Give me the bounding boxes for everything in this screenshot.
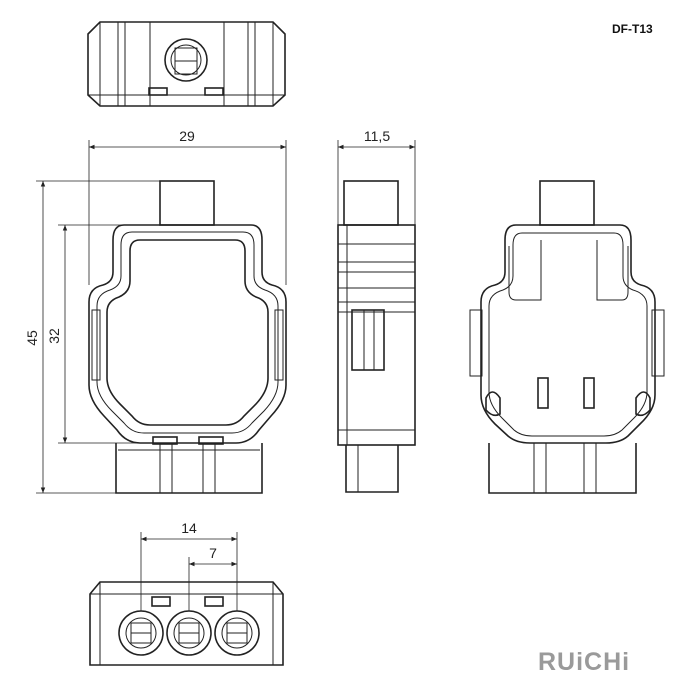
dimension-pitch-outer: 14: [140, 520, 238, 611]
front-view: [88, 180, 287, 494]
dimension-pitch-outer-label: 14: [181, 520, 197, 536]
side-view: [337, 180, 416, 493]
model-code: DF-T13: [612, 22, 653, 36]
top-view: [87, 21, 286, 107]
dimension-height-total-label: 45: [24, 330, 40, 346]
dimension-height-total: 45: [24, 180, 160, 494]
rear-view: [469, 180, 665, 494]
dimension-depth-label: 11,5: [364, 128, 390, 144]
dimension-width-label: 29: [179, 128, 195, 144]
dimension-width: 29: [88, 128, 287, 285]
dimension-pitch-inner: 7: [188, 545, 237, 611]
dimension-height-body-label: 32: [46, 328, 62, 344]
dimension-height-body: 32: [46, 224, 140, 444]
dimension-pitch-inner-label: 7: [209, 545, 217, 561]
dimension-depth: 11,5: [337, 128, 416, 225]
brand-logo: RUiCHi: [538, 648, 630, 676]
bottom-view: [89, 581, 284, 666]
